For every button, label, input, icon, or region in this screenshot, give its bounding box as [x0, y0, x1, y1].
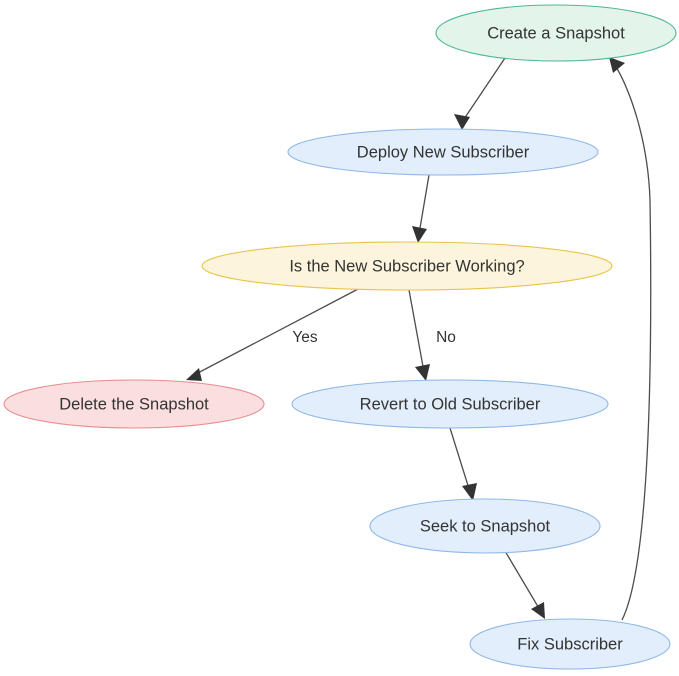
edge-decision-to-delete: Yes [186, 287, 361, 381]
edge-label-yes: Yes [292, 329, 318, 346]
edge-deploy-to-decision [412, 174, 430, 243]
node-shape[interactable] [369, 498, 601, 554]
edge-create-to-deploy [454, 57, 506, 130]
edge-line [449, 427, 471, 493]
nodes-layer: Create a Snapshot Deploy New Subscriber … [3, 4, 677, 670]
edge-fix-to-create [609, 57, 652, 621]
arrowhead-icon [186, 368, 202, 381]
arrowhead-icon [412, 226, 427, 243]
node-shape[interactable] [469, 618, 671, 670]
node-seek-to-snapshot[interactable]: Seek to Snapshot [369, 498, 601, 554]
edge-label-no: No [436, 329, 456, 346]
arrowhead-icon [531, 602, 545, 619]
node-label: Revert to Old Subscriber [360, 395, 541, 413]
node-label: Fix Subscriber [517, 635, 623, 653]
arrowhead-icon [609, 57, 625, 73]
node-shape[interactable] [291, 379, 609, 429]
arrowhead-icon [462, 483, 477, 501]
edge-decision-to-revert: No [408, 289, 456, 381]
edge-line [418, 174, 430, 235]
node-fix-subscriber[interactable]: Fix Subscriber [469, 618, 671, 670]
node-deploy-new-subscriber[interactable]: Deploy New Subscriber [287, 128, 599, 176]
node-shape[interactable] [201, 241, 613, 291]
node-revert-to-old-subscriber[interactable]: Revert to Old Subscriber [291, 379, 609, 429]
node-delete-snapshot[interactable]: Delete the Snapshot [3, 379, 265, 429]
edge-seek-to-fix [504, 550, 545, 619]
edge-revert-to-seek [449, 427, 477, 501]
node-is-new-subscriber-working[interactable]: Is the New Subscriber Working? [201, 241, 613, 291]
edges-layer: Yes No [186, 57, 652, 621]
node-shape[interactable] [3, 379, 265, 429]
node-label: Delete the Snapshot [59, 395, 209, 413]
edge-line [193, 287, 361, 376]
arrowhead-icon [415, 364, 430, 381]
node-label: Deploy New Subscriber [357, 143, 530, 161]
arrowhead-icon [454, 114, 470, 130]
node-create-snapshot[interactable]: Create a Snapshot [435, 4, 677, 62]
node-shape[interactable] [287, 128, 599, 176]
node-label: Create a Snapshot [487, 24, 625, 42]
node-shape[interactable] [435, 4, 677, 62]
node-label: Is the New Subscriber Working? [289, 257, 524, 275]
node-label: Seek to Snapshot [420, 517, 551, 535]
edge-line [461, 57, 506, 123]
edge-line [504, 550, 541, 611]
edge-line [614, 64, 652, 621]
edge-line [408, 289, 425, 373]
